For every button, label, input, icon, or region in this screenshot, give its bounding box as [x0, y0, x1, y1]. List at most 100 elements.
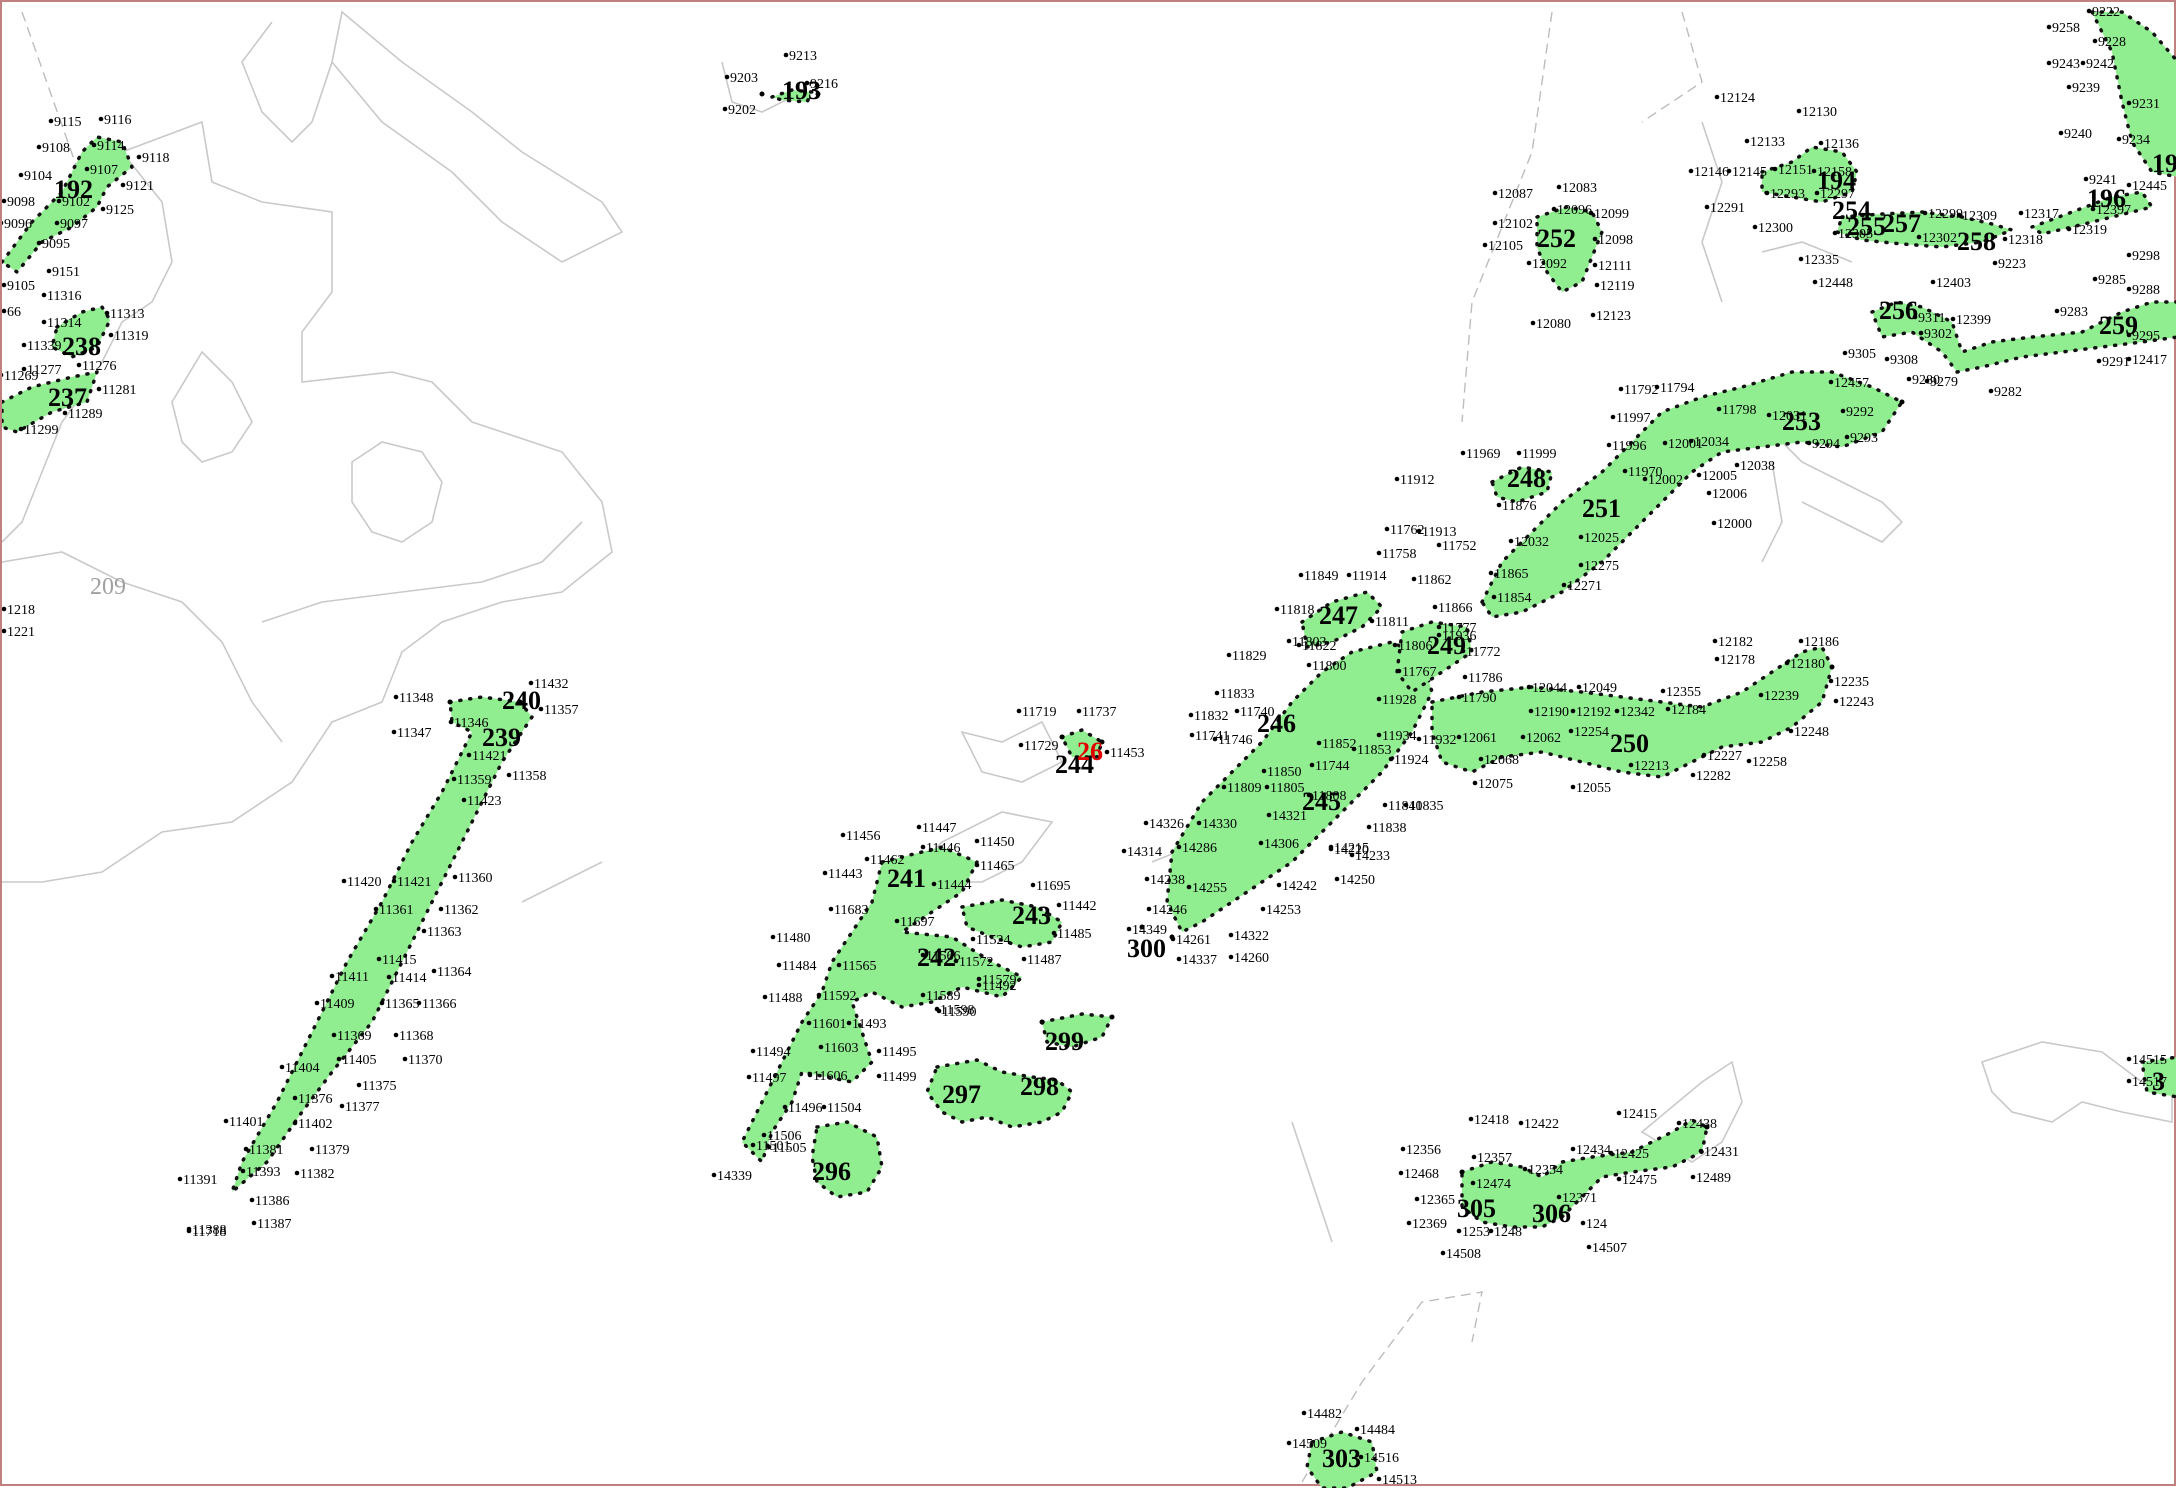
parcel-244-shape[interactable]: [1060, 728, 1104, 759]
parcel-19-shape[interactable]: [2090, 10, 2176, 179]
parcel-label-251[interactable]: 251: [1582, 494, 1621, 523]
parcel-label-3[interactable]: 3: [2152, 1067, 2165, 1096]
parcel-label-249[interactable]: 249: [1427, 631, 1466, 660]
vertex-point: [1530, 320, 1536, 326]
parcel-192-shape[interactable]: [2, 135, 134, 274]
parcel-243-shape[interactable]: [960, 898, 1064, 949]
parcel-249-shape[interactable]: [1395, 620, 1474, 694]
vertex-point: [1394, 476, 1400, 482]
parcel-label-19[interactable]: 19: [2152, 149, 2176, 178]
vertex-label: 11811: [1375, 615, 1409, 630]
parcel-label-250[interactable]: 250: [1610, 729, 1649, 758]
parcel-303-shape[interactable]: [1305, 1430, 1379, 1488]
vertex-point: [48, 118, 54, 124]
vertex-label: 12061: [1462, 731, 1497, 746]
vertex-label: 11829: [1232, 649, 1266, 664]
vertex-label: 11590: [942, 1005, 976, 1020]
parcel-299-shape[interactable]: [1040, 1012, 1114, 1049]
parcel-label-237[interactable]: 237: [48, 383, 87, 412]
vertex-point: [1714, 656, 1720, 662]
parcel-252-shape[interactable]: [1535, 205, 1604, 294]
vertex-label: 11572: [959, 955, 993, 970]
parcel-label-296[interactable]: 296: [812, 1157, 851, 1186]
parcel-label-299[interactable]: 299: [1045, 1027, 1084, 1056]
parcel-label-254[interactable]: 254: [1832, 196, 1871, 225]
parcel-label-241[interactable]: 241: [887, 864, 926, 893]
vertex-label: 11299: [24, 423, 58, 438]
vertex-point: [452, 874, 458, 880]
parcel-label-192[interactable]: 192: [54, 175, 93, 204]
parcel-label-239[interactable]: 239: [482, 723, 521, 752]
vertex-point: [1828, 379, 1834, 385]
vertex-label: 14349: [1132, 923, 1167, 938]
parcel-label-193[interactable]: 193: [782, 76, 821, 105]
parcel-label-258[interactable]: 258: [1957, 227, 1996, 256]
parcel-label-246[interactable]: 246: [1257, 709, 1296, 738]
parcel-label-253[interactable]: 253: [1782, 407, 1821, 436]
parcel-label-26[interactable]: 26: [1077, 737, 1103, 766]
parcel-label-245[interactable]: 245: [1302, 787, 1341, 816]
parcel-245-246-shape[interactable]: [1165, 640, 1434, 934]
parcel-196-shape[interactable]: [2030, 190, 2154, 236]
vertex-label: 11357: [544, 703, 578, 718]
vertex-label: 11420: [347, 875, 381, 890]
vertex-label: 11387: [257, 1217, 291, 1232]
parcel-label-300[interactable]: 300: [1127, 934, 1166, 963]
parcel-label-255[interactable]: 255: [1847, 212, 1886, 241]
vertex-label: 11443: [828, 867, 862, 882]
vertex-point: [240, 1168, 246, 1174]
parcel-label-306[interactable]: 306: [1532, 1199, 1571, 1228]
parcel-254-258-shape[interactable]: [1835, 210, 2014, 249]
parcel-label-259[interactable]: 259: [2099, 311, 2138, 340]
parcel-238-shape[interactable]: [50, 305, 112, 359]
parcel-250-shape[interactable]: [1430, 645, 1834, 779]
parcel-label-257[interactable]: 257: [1882, 209, 1921, 238]
parcel-296-shape[interactable]: [810, 1120, 884, 1199]
parcel-241-242-shape[interactable]: [740, 845, 1024, 1164]
parcel-248-251-253-shape[interactable]: [1480, 370, 1904, 619]
parcel-194-shape[interactable]: [1760, 145, 1859, 204]
parcel-label-194[interactable]: 194: [1817, 166, 1856, 195]
parcel-label-252[interactable]: 252: [1537, 224, 1576, 253]
parcel-label-196[interactable]: 196: [2087, 184, 2126, 213]
vertex-label: 11505: [772, 1141, 806, 1156]
vertex-point: [1614, 708, 1620, 714]
parcel-label-298[interactable]: 298: [1020, 1072, 1059, 1101]
vertex-label: 11488: [768, 991, 802, 1006]
parcel-label-244[interactable]: 244: [1055, 750, 1094, 779]
parcel-240-239-shape[interactable]: [230, 695, 534, 1194]
vertex-point: [120, 182, 126, 188]
parcel-label-303[interactable]: 303: [1322, 1444, 1361, 1473]
parcel-297-298-shape[interactable]: [925, 1058, 1074, 1129]
parcel-label-240[interactable]: 240: [502, 686, 541, 715]
parcel-label-297[interactable]: 297: [942, 1080, 981, 1109]
vertex-point: [1261, 768, 1267, 774]
parcel-193-shape[interactable]: [770, 88, 814, 104]
parcel-label-248[interactable]: 248: [1507, 464, 1546, 493]
vertex-point: [1698, 1148, 1704, 1154]
vertex-label: 14220: [1334, 843, 1369, 858]
parcel-248-top-shape[interactable]: [1490, 465, 1554, 504]
vertex-point: [1811, 168, 1817, 174]
vertex-label: 9097: [60, 217, 88, 232]
parcel-247-shape[interactable]: [1300, 590, 1384, 649]
parcel-237-shape[interactable]: [2, 370, 99, 434]
parcel-label-243[interactable]: 243: [1012, 901, 1051, 930]
vertex-point: [1806, 440, 1812, 446]
vertex-point: [431, 968, 437, 974]
vertex-label: 12044: [1532, 681, 1567, 696]
parcel-label-305[interactable]: 305: [1457, 1194, 1496, 1223]
vertex-point: [976, 982, 982, 988]
vertex-label: 11421: [472, 749, 506, 764]
vertex-point: [1491, 594, 1497, 600]
parcel-label-238[interactable]: 238: [62, 332, 101, 361]
parcel-305-306-shape[interactable]: [1460, 1118, 1709, 1229]
parcel-256-259-shape[interactable]: [1870, 300, 2176, 374]
vertex-label: 11818: [1280, 603, 1314, 618]
parcel-3-shape[interactable]: [2140, 1055, 2176, 1099]
parcel-label-247[interactable]: 247: [1319, 601, 1358, 630]
parcel-label-242[interactable]: 242: [917, 943, 956, 972]
parcel-label-256[interactable]: 256: [1879, 296, 1918, 325]
vertex-label: 11495: [882, 1045, 916, 1060]
